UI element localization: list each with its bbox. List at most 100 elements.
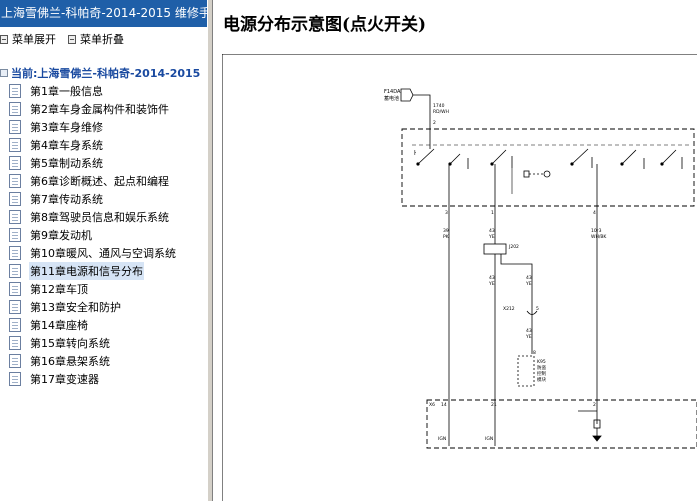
pin-mid: 1 (491, 210, 494, 216)
navigation-pane: 上海雪佛兰-科帕奇-2014-2015 维修手册 菜单展开 菜单折叠 当前:上海… (0, 0, 207, 501)
bottom-pin-mid: 21 (491, 402, 497, 408)
tree-item[interactable]: 第9章发动机 (9, 226, 93, 244)
document-icon (9, 336, 21, 350)
tree-item[interactable]: 第11章电源和信号分布 (9, 262, 144, 280)
document-icon (9, 264, 21, 278)
fuse-id: F14DA (384, 89, 401, 95)
tree-item-label: 第6章诊断概述、起点和编程 (30, 175, 169, 188)
document-icon (9, 156, 21, 170)
tree-root[interactable]: 当前:上海雪佛兰-科帕奇-2014-2015 (0, 64, 200, 82)
tree-item[interactable]: 第8章驾驶员信息和娱乐系统 (9, 208, 170, 226)
wire-right-gauge: 10r3 (591, 228, 602, 234)
feed-wire (413, 94, 431, 133)
tree-item-label: 第14章座椅 (30, 319, 88, 332)
tree-item[interactable]: 第6章诊断概述、起点和编程 (9, 172, 170, 190)
wire-mid-color: YE (488, 234, 495, 240)
document-icon (9, 84, 21, 98)
component-line2: 防盗 (537, 364, 546, 371)
bottom-sig-mid: IGN (485, 436, 493, 442)
component-box (517, 355, 535, 387)
tree-item[interactable]: 第10章暖风、通风与空调系统 (9, 244, 177, 262)
tree-item[interactable]: 第1章一般信息 (9, 82, 104, 100)
bottom-sig-left: IGN (438, 436, 446, 442)
collapse-menu-button[interactable]: 菜单折叠 (68, 31, 124, 47)
tree-item[interactable]: 第5章制动系统 (9, 154, 104, 172)
document-icon (9, 174, 21, 188)
tree-item[interactable]: 第14章座椅 (9, 316, 89, 334)
connector-pin: 5 (536, 306, 539, 312)
tree-item[interactable]: 第2章车身金属构件和装饰件 (9, 100, 170, 118)
document-view: 电源分布示意图(点火开关) F14DA 蓄电池 1740 RD/WH 2 (213, 0, 697, 501)
ignition-switch-box (401, 128, 695, 207)
key-sensor (523, 170, 551, 178)
tree-item-label: 第17章变速器 (30, 373, 99, 386)
expand-menu-button[interactable]: 菜单展开 (0, 31, 56, 47)
wire-lower-color: YE (525, 334, 532, 340)
fuse-symbol (400, 88, 414, 102)
document-icon (9, 318, 21, 332)
tree-root-label: 当前:上海雪佛兰-科帕奇-2014-2015 (11, 67, 201, 80)
document-icon (9, 138, 21, 152)
tree-item[interactable]: 第4章车身系统 (9, 136, 104, 154)
tree-item-label: 第13章安全和防护 (30, 301, 121, 314)
tree-item-label: 第16章悬架系统 (30, 355, 110, 368)
wire-lower-gauge: 43 (526, 328, 532, 334)
tree-item[interactable]: 第7章传动系统 (9, 190, 104, 208)
bottom-pin-right: 2 (593, 402, 596, 408)
tree-item-label: 第4章车身系统 (30, 139, 103, 152)
document-icon (9, 372, 21, 386)
wire-left-gauge: 39 (443, 228, 449, 234)
collapse-icon (68, 34, 76, 44)
pin-right: 4 (593, 210, 596, 216)
wire-mid2-gauge: 43 (489, 275, 495, 281)
tree-item-label: 第15章转向系统 (30, 337, 110, 350)
tree-item-label: 第8章驾驶员信息和娱乐系统 (30, 211, 169, 224)
tree-item-label: 第11章电源和信号分布 (29, 262, 144, 280)
connector-label: X212 (503, 306, 515, 312)
ground-symbol (578, 410, 602, 442)
tree-item-label: 第2章车身金属构件和装饰件 (30, 103, 169, 116)
bottom-connector-box (426, 399, 697, 449)
tree-item[interactable]: 第17章变速器 (9, 370, 100, 388)
wire-top-color: RD/WH (433, 109, 449, 115)
document-icon (9, 228, 21, 242)
component-line1: K95 (537, 359, 546, 365)
component-line4: 模块 (537, 376, 546, 383)
wire-top-gauge: 1740 (433, 103, 445, 109)
document-icon (9, 102, 21, 116)
wiring-diagram: F14DA 蓄电池 1740 RD/WH 2 ŀ (222, 54, 697, 501)
collapse-menu-label: 菜单折叠 (80, 33, 124, 46)
bottom-conn-label: X6 (429, 402, 435, 408)
document-icon (9, 354, 21, 368)
tree-item[interactable]: 第12章车顶 (9, 280, 89, 298)
wire-mid2-color: YE (488, 281, 495, 287)
menu-toolbar: 菜单展开 菜单折叠 (0, 28, 207, 48)
pane-splitter[interactable] (207, 0, 213, 501)
tree-root-icon (0, 69, 8, 77)
tree-item[interactable]: 第15章转向系统 (9, 334, 111, 352)
bottom-pin-left: 14 (441, 402, 447, 408)
wire-mid-gauge: 43 (489, 228, 495, 234)
component-line3: 控制 (537, 370, 546, 377)
splice-block (483, 243, 507, 255)
tree-item[interactable]: 第3章车身维修 (9, 118, 104, 136)
document-icon (9, 300, 21, 314)
fuse-sub: 蓄电池 (384, 95, 399, 102)
tree-item-label: 第10章暖风、通风与空调系统 (30, 247, 176, 260)
document-icon (9, 282, 21, 296)
window-title: 上海雪佛兰-科帕奇-2014-2015 维修手册 (1, 6, 207, 20)
switch-glyph: ŀ (414, 150, 416, 157)
tree-item[interactable]: 第16章悬架系统 (9, 352, 111, 370)
switch-terminals (416, 162, 664, 166)
document-icon (9, 210, 21, 224)
tree-item[interactable]: 第13章安全和防护 (9, 298, 122, 316)
tree-item-label: 第5章制动系统 (30, 157, 103, 170)
expand-icon (0, 34, 8, 44)
document-icon (9, 246, 21, 260)
document-icon (9, 120, 21, 134)
tree-item-label: 第7章传动系统 (30, 193, 103, 206)
expand-menu-label: 菜单展开 (12, 33, 56, 46)
document-icon (9, 192, 21, 206)
tree-item-label: 第12章车顶 (30, 283, 88, 296)
splice-label: J202 (508, 244, 519, 250)
